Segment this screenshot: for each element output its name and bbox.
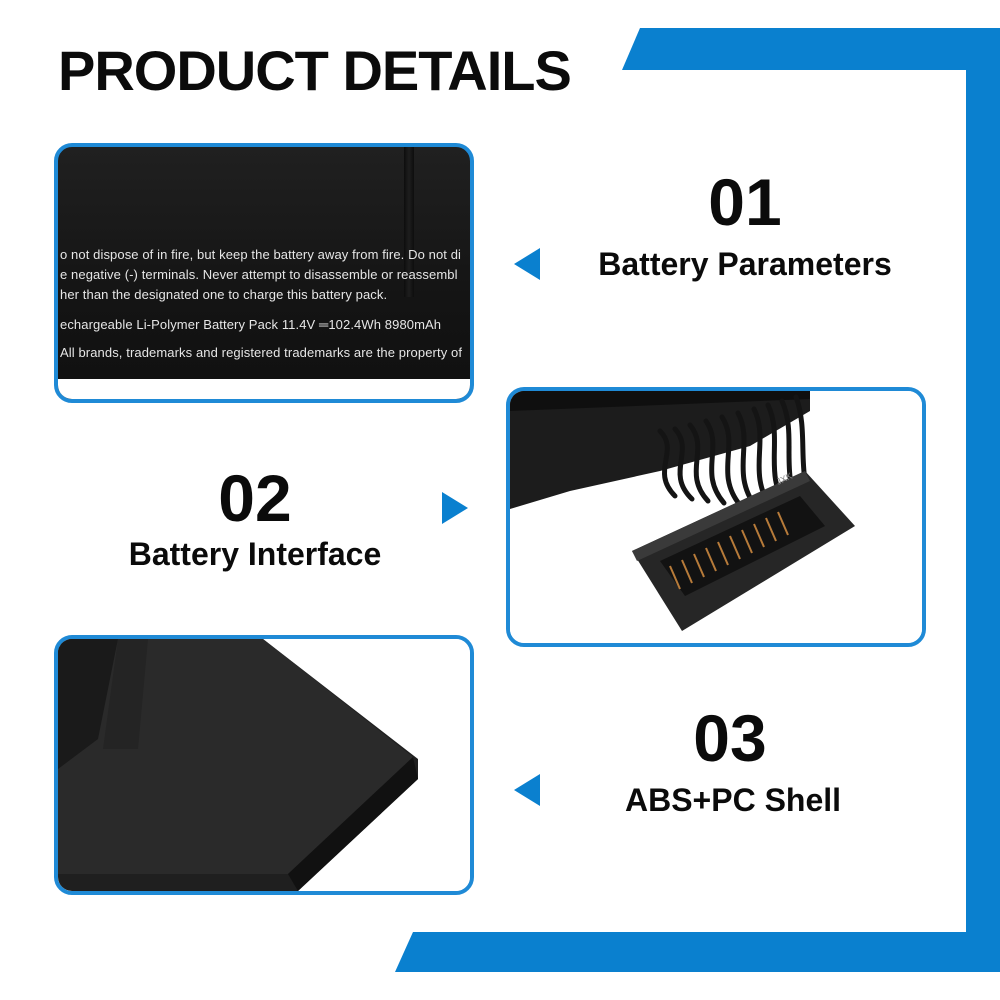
arrow-right-icon [442, 492, 468, 524]
battery-body-shape [510, 391, 810, 509]
connector-illustration: JXK [510, 391, 922, 643]
feature-number-02: 02 [218, 461, 292, 535]
feature-label-abs-pc-shell: ABS+PC Shell [624, 782, 842, 818]
feature-number-03: 03 [693, 701, 767, 775]
connector-plug: JXK [632, 471, 855, 631]
page-title: PRODUCT DETAILS [58, 39, 572, 102]
feature-label-battery-interface: Battery Interface [128, 536, 382, 572]
battery-label-line: e negative (-) terminals. Never attempt … [60, 267, 458, 282]
frame-bottom-bar [395, 932, 1000, 972]
battery-label-line: echargeable Li-Polymer Battery Pack 11.4… [60, 317, 442, 332]
feature-number-01: 01 [708, 165, 782, 239]
battery-label-line: o not dispose of in fire, but keep the b… [60, 247, 462, 262]
arrow-left-icon [514, 774, 540, 806]
shell-illustration [58, 639, 470, 891]
battery-label-line: her than the designated one to charge th… [60, 287, 388, 302]
arrow-left-icon [514, 248, 540, 280]
battery-label-line: All brands, trademarks and registered tr… [60, 345, 463, 360]
battery-parameters-photo: o not dispose of in fire, but keep the b… [54, 143, 474, 403]
abs-pc-shell-photo [54, 635, 474, 895]
battery-interface-photo: JXK [506, 387, 926, 647]
frame-top-bar [622, 28, 1000, 70]
panel-bottom-band [58, 379, 470, 399]
battery-seam [404, 147, 414, 297]
feature-label-battery-parameters: Battery Parameters [598, 246, 892, 282]
frame-right-bar [966, 28, 1000, 972]
